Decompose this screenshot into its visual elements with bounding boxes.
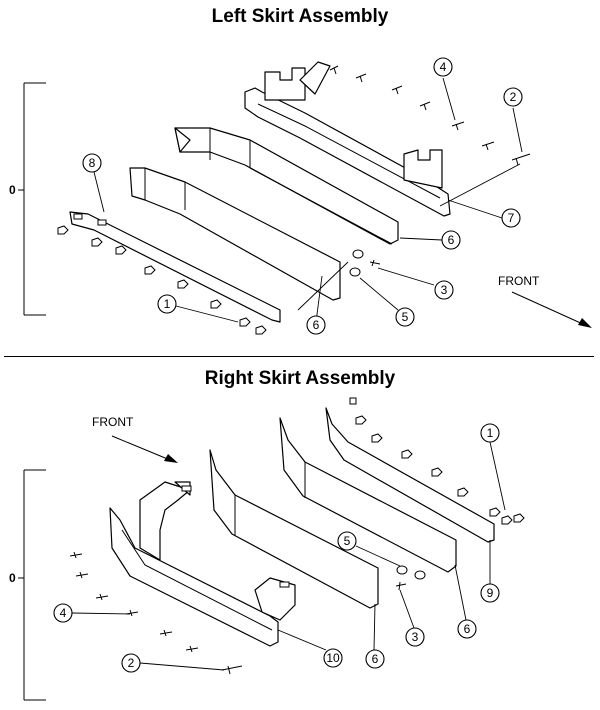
svg-text:10: 10 bbox=[326, 651, 340, 665]
front-arrow-top bbox=[511, 291, 592, 328]
svg-text:7: 7 bbox=[508, 211, 515, 225]
frame-rail-part-7 bbox=[244, 61, 451, 217]
svg-text:6: 6 bbox=[448, 233, 455, 247]
callout-2-bottom: 2 bbox=[121, 653, 141, 673]
svg-text:3: 3 bbox=[441, 283, 448, 297]
bolt-part-2-bottom bbox=[221, 665, 243, 675]
callout-3-bottom: 3 bbox=[405, 627, 425, 647]
callout-3-top: 3 bbox=[434, 280, 454, 300]
front-arrow-bottom bbox=[111, 435, 178, 463]
svg-text:6: 6 bbox=[313, 318, 320, 332]
section-divider bbox=[4, 356, 594, 357]
svg-text:3: 3 bbox=[412, 630, 419, 644]
frame-rail-part-10 bbox=[109, 481, 296, 647]
bar-part-8 bbox=[69, 211, 281, 323]
callout-4-top: 4 bbox=[433, 57, 453, 77]
callout-9-bottom: 9 bbox=[480, 583, 500, 603]
callout-7-top: 7 bbox=[501, 208, 521, 228]
nuts-top bbox=[57, 225, 267, 335]
svg-text:6: 6 bbox=[372, 652, 379, 666]
dimension-bracket-top: 0 bbox=[9, 82, 46, 316]
callout-5-top: 5 bbox=[395, 307, 415, 327]
svg-text:1: 1 bbox=[487, 426, 494, 440]
svg-text:2: 2 bbox=[510, 90, 517, 104]
callout-2-top: 2 bbox=[503, 87, 523, 107]
callout-6-bottom-right: 6 bbox=[457, 619, 477, 639]
svg-text:6: 6 bbox=[464, 622, 471, 636]
callout-1-bottom: 1 bbox=[480, 423, 500, 443]
callout-8-top: 8 bbox=[82, 153, 102, 173]
callout-6-top-left: 6 bbox=[306, 315, 326, 335]
skirt-panel-part-6-upper bbox=[174, 127, 399, 245]
skirt-panel-part-6-bottom-right bbox=[279, 417, 457, 573]
nuts-bottom bbox=[349, 397, 525, 525]
front-label-bottom: FRONT bbox=[92, 415, 134, 429]
svg-text:9: 9 bbox=[487, 586, 494, 600]
bolt-part-2-top bbox=[511, 153, 531, 166]
svg-text:2: 2 bbox=[128, 656, 135, 670]
svg-text:5: 5 bbox=[402, 310, 409, 324]
washers-part-5-bottom bbox=[395, 565, 426, 591]
callout-6-top-right: 6 bbox=[441, 230, 461, 250]
callout-1-top: 1 bbox=[157, 294, 177, 314]
skirt-panel-part-6-bottom-left bbox=[209, 449, 379, 609]
svg-text:8: 8 bbox=[89, 156, 96, 170]
washers-part-5-top bbox=[349, 249, 381, 277]
svg-text:4: 4 bbox=[440, 60, 447, 74]
svg-text:5: 5 bbox=[344, 534, 351, 548]
skirt-panel-part-6-lower bbox=[129, 167, 341, 301]
front-label-top: FRONT bbox=[498, 274, 540, 288]
leader-lines-top bbox=[93, 77, 523, 323]
dimension-bracket-bottom: 0 bbox=[9, 469, 46, 701]
callout-4-bottom: 4 bbox=[53, 603, 73, 623]
bar-part-9 bbox=[325, 407, 495, 543]
callout-5-bottom: 5 bbox=[337, 531, 357, 551]
left-skirt-diagram: 0 bbox=[9, 57, 592, 335]
left-skirt-assembly-title: Left Skirt Assembly bbox=[211, 6, 389, 27]
svg-text:1: 1 bbox=[164, 297, 171, 311]
callout-10-bottom: 10 bbox=[323, 648, 343, 668]
right-skirt-assembly-title: Right Skirt Assembly bbox=[204, 368, 396, 389]
leader-lines-bottom bbox=[71, 441, 506, 671]
bolts-part-4-bottom bbox=[69, 551, 199, 653]
svg-text:4: 4 bbox=[60, 606, 67, 620]
dimension-label-top: 0 bbox=[9, 183, 16, 197]
callout-6-bottom-left: 6 bbox=[365, 649, 385, 669]
dimension-label-bottom: 0 bbox=[9, 571, 16, 585]
bolts-part-4-top bbox=[329, 65, 495, 151]
right-skirt-diagram: 0 bbox=[9, 397, 525, 701]
